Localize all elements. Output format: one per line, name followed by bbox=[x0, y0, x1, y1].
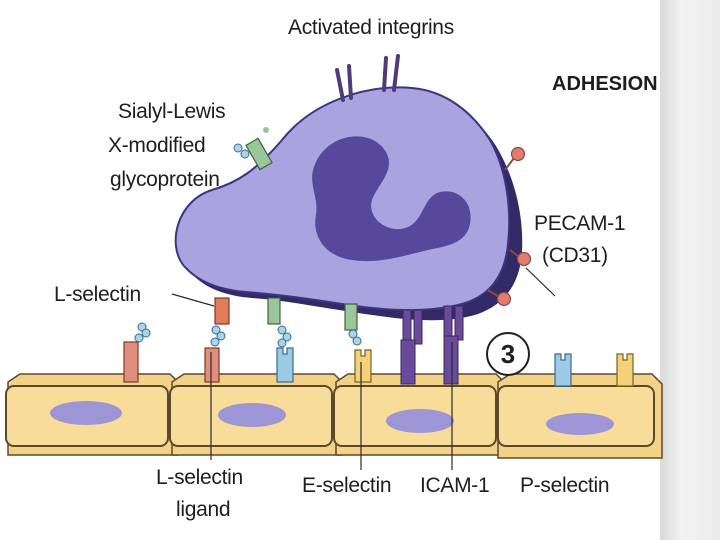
integrin-receptor bbox=[413, 309, 423, 345]
leader-pecam bbox=[525, 267, 556, 297]
pecam-ball bbox=[516, 251, 532, 267]
leukocyte-nucleus bbox=[312, 136, 471, 262]
leukocyte bbox=[174, 86, 523, 321]
leader-l-selectin bbox=[171, 293, 215, 307]
step-number-badge: 3 bbox=[486, 332, 530, 376]
integrin-stalk bbox=[382, 56, 388, 92]
page-edge-shadow bbox=[660, 0, 720, 540]
e-selectin-molecule bbox=[354, 349, 372, 383]
endothelial-nucleus bbox=[50, 401, 122, 425]
glyco-stalk bbox=[245, 137, 273, 171]
l-selectin-label: L-selectin bbox=[54, 283, 141, 306]
icam1-label: ICAM-1 bbox=[420, 474, 490, 497]
e-selectin-label: E-selectin bbox=[302, 474, 392, 497]
p-selectin-molecule bbox=[554, 353, 572, 387]
activated-integrins-label: Activated integrins bbox=[288, 16, 454, 39]
l-selectin-ligand-label-line-1: L-selectin bbox=[156, 466, 243, 489]
l-selectin-ligand-label-line-2: ligand bbox=[176, 498, 231, 521]
glyco-stalk-bottom bbox=[344, 303, 358, 331]
endothelial-molecules bbox=[123, 335, 634, 387]
sugar-chains bbox=[134, 322, 362, 348]
integrin-stalk bbox=[392, 54, 400, 92]
pecam-ball bbox=[496, 291, 512, 307]
endothelial-nucleus bbox=[546, 413, 614, 435]
integrin-receptor bbox=[443, 305, 453, 341]
pecam-label-line-2: (CD31) bbox=[542, 244, 608, 267]
endothelial-nucleus bbox=[218, 403, 286, 427]
endothelial-nucleus bbox=[386, 409, 454, 433]
e-selectin-molecule bbox=[616, 353, 634, 387]
sialyl-label-line-1: Sialyl-Lewis bbox=[118, 100, 226, 123]
integrin-receptor bbox=[402, 309, 412, 345]
l-selectin-ligand-molecule bbox=[123, 341, 139, 383]
sialyl-glycoprotein bbox=[233, 127, 273, 171]
sialyl-label-line-2: X-modified bbox=[108, 134, 206, 157]
glyco-stalk-bottom bbox=[267, 297, 281, 325]
pecam-ball bbox=[510, 146, 526, 162]
integrin-receptor bbox=[454, 305, 464, 341]
integrin-stalk bbox=[335, 68, 345, 102]
integrin-stalk bbox=[347, 64, 353, 100]
activated-integrins-top bbox=[335, 54, 400, 102]
adhesion-heading: ADHESION bbox=[552, 73, 658, 95]
sugar-ball bbox=[233, 143, 243, 153]
p-selectin-label: P-selectin bbox=[520, 474, 610, 497]
sugar-ball bbox=[240, 149, 250, 159]
pecam-label-line-1: PECAM-1 bbox=[534, 212, 626, 235]
pecam-lollipops bbox=[487, 146, 532, 307]
leukocyte-receptors bbox=[214, 297, 464, 345]
l-selectin-receptor bbox=[214, 297, 230, 325]
leader-lines bbox=[171, 267, 556, 470]
glyco-tip bbox=[263, 127, 269, 133]
sialyl-label-line-3: glycoprotein bbox=[110, 168, 220, 191]
icam1-molecule bbox=[443, 335, 459, 385]
l-selectin-ligand-molecule bbox=[204, 347, 220, 383]
icam1-molecule bbox=[400, 339, 416, 385]
p-selectin-molecule bbox=[276, 347, 294, 383]
